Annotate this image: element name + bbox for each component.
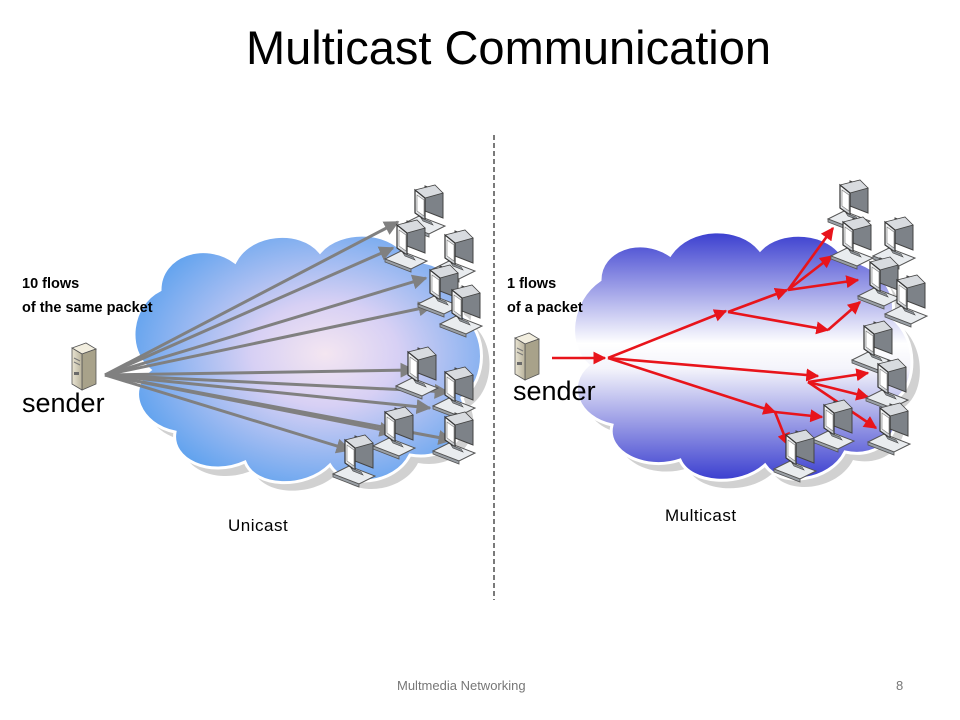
unicast-arrows (104, 220, 454, 454)
multicast-flows-label: 1 flows of a packet (507, 272, 583, 320)
page-number: 8 (896, 678, 904, 693)
multicast-flows-line1: 1 flows (507, 276, 557, 292)
unicast-caption: Unicast (228, 516, 289, 535)
footer-text: Multmedia Networking (397, 678, 526, 693)
slide-title: Multicast Communication (246, 21, 772, 74)
multicast-caption: Multicast (665, 506, 737, 525)
title-area: Multicast Communication (0, 0, 960, 90)
unicast-sender-label: sender (22, 388, 105, 418)
multicast-arrows (552, 226, 878, 447)
unicast-flows-line2: of the same packet (22, 300, 153, 316)
multicast-flows-line2: of a packet (507, 300, 583, 316)
multicast-sender-label: sender (513, 376, 596, 406)
unicast-sender-server-icon (71, 342, 97, 391)
unicast-flows-label: 10 flows of the same packet (22, 272, 153, 320)
multicast-sender-server-icon (514, 332, 540, 381)
unicast-flows-line1: 10 flows (22, 276, 80, 292)
